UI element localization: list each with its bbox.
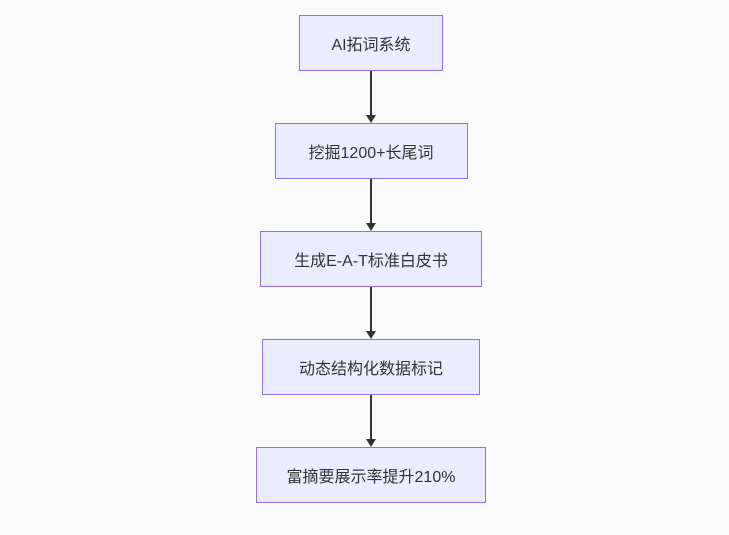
flowchart: AI拓词系统 挖掘1200+长尾词 生成E-A-T标准白皮书 动态结构化数据标记… (256, 15, 486, 503)
arrow-down-icon (366, 439, 376, 447)
flowchart-node-rich-snippet-rate: 富摘要展示率提升210% (256, 447, 486, 503)
arrow-down-icon (366, 223, 376, 231)
flow-connector-2 (366, 179, 376, 231)
flowchart-node-longtail-keywords: 挖掘1200+长尾词 (274, 123, 468, 179)
flowchart-node-eat-whitepaper: 生成E-A-T标准白皮书 (260, 231, 482, 287)
arrow-line (370, 287, 372, 331)
arrow-line (370, 179, 372, 223)
flow-connector-1 (366, 71, 376, 123)
flowchart-node-ai-word-expansion-system: AI拓词系统 (299, 15, 443, 71)
flow-connector-4 (366, 395, 376, 447)
arrow-line (370, 395, 372, 439)
flowchart-node-structured-data-markup: 动态结构化数据标记 (262, 339, 480, 395)
arrow-line (370, 71, 372, 115)
arrow-down-icon (366, 115, 376, 123)
arrow-down-icon (366, 331, 376, 339)
flow-connector-3 (366, 287, 376, 339)
